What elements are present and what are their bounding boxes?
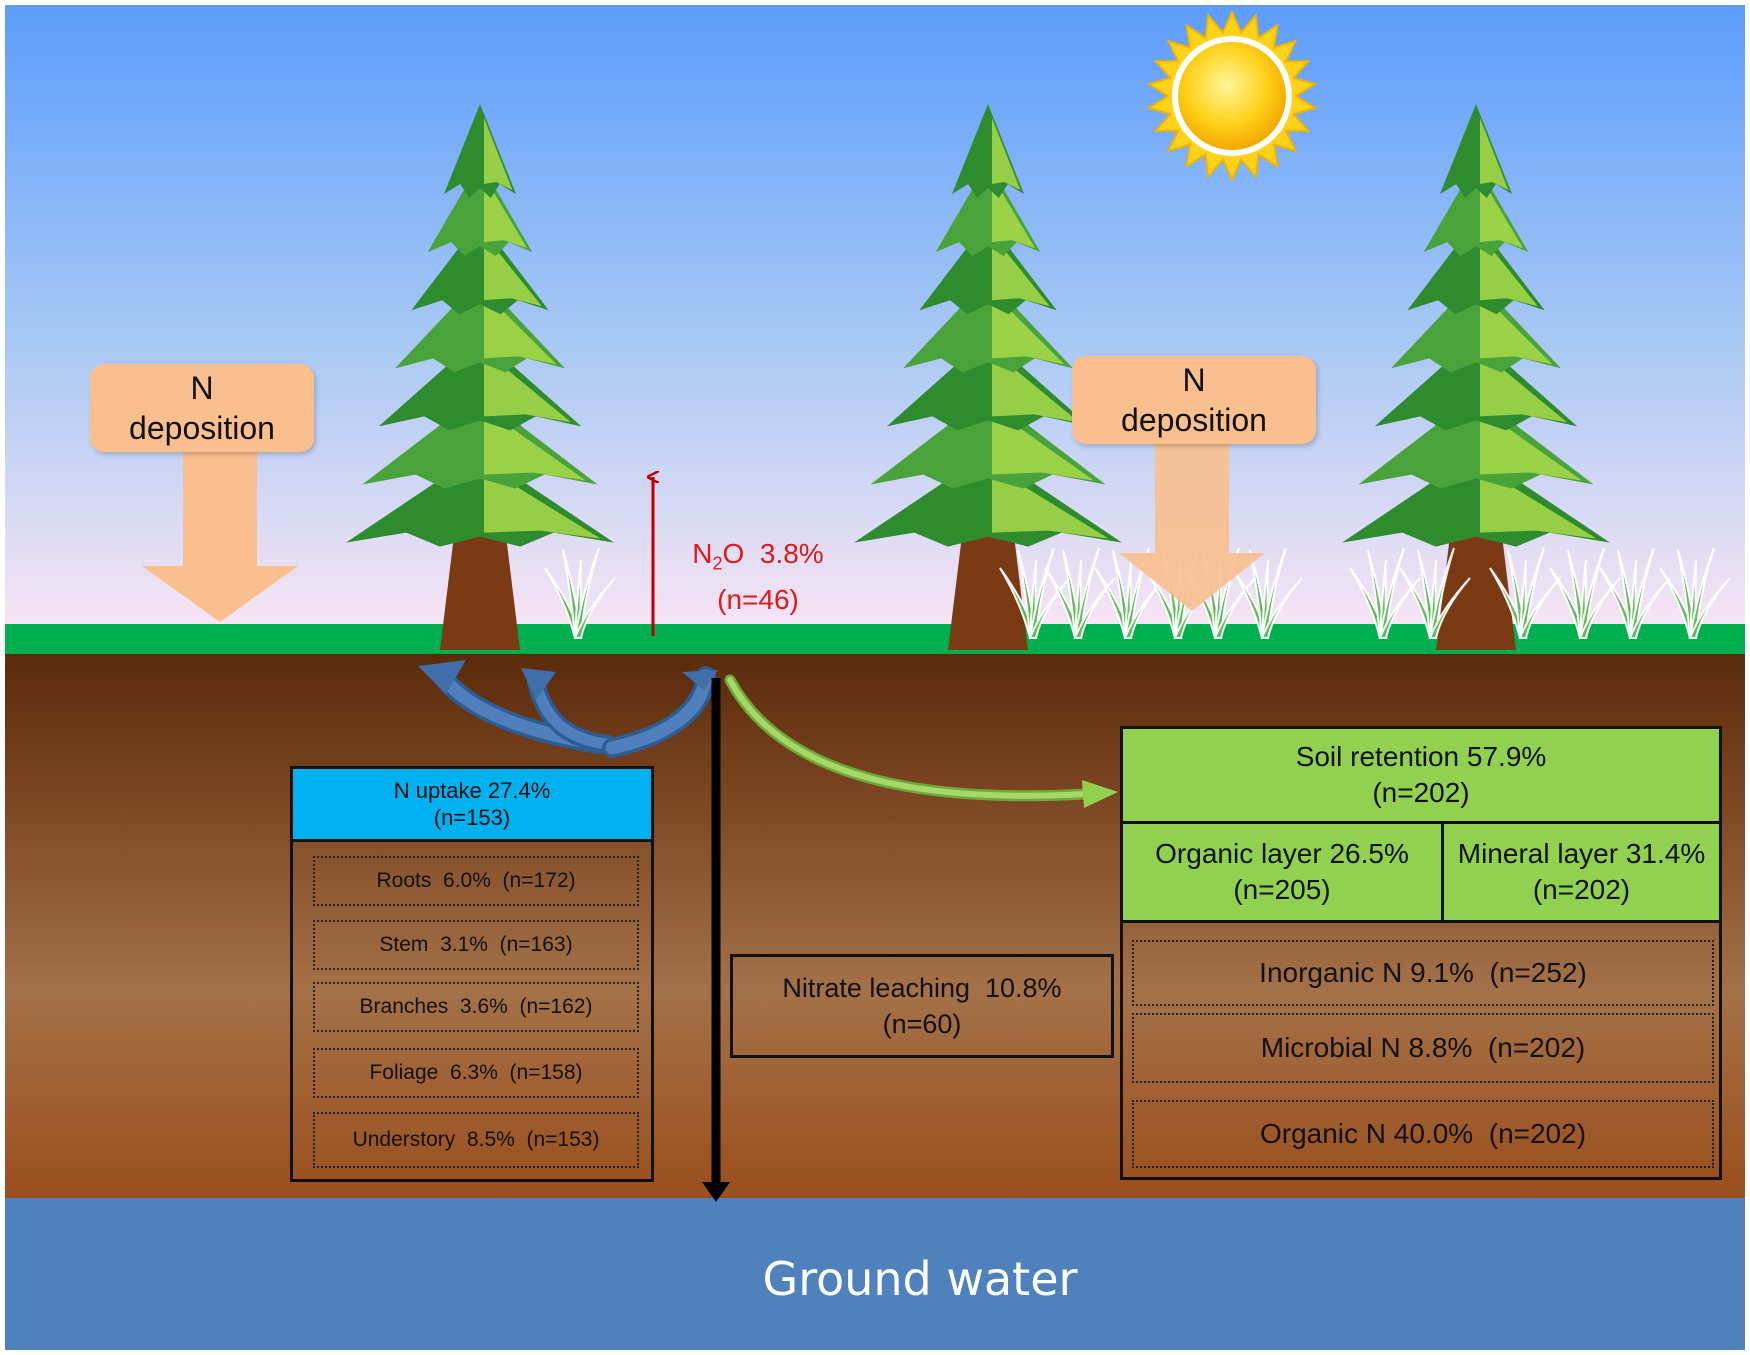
grass-tuft-icon bbox=[1044, 547, 1116, 639]
soil-retention-count: (n=202) bbox=[1372, 777, 1470, 808]
grass-tuft-icon bbox=[1489, 547, 1561, 639]
ground-water-label: Ground water bbox=[762, 1252, 1078, 1306]
organic-layer-cell: Organic layer 26.5% (n=205) bbox=[1120, 821, 1444, 923]
n2o-species: N bbox=[692, 538, 713, 569]
pool-organic-n: Organic N 40.0% (n=202) bbox=[1132, 1100, 1714, 1168]
n-uptake-count: (n=153) bbox=[433, 805, 511, 830]
deposition-label-left: N deposition bbox=[90, 364, 314, 452]
mineral-layer-title: Mineral layer 31.4% bbox=[1457, 838, 1706, 869]
grass-tuft-icon bbox=[544, 547, 616, 639]
grass-tuft-icon bbox=[1599, 547, 1671, 639]
deposition-label-right-line2: deposition bbox=[1121, 402, 1267, 438]
grass-tuft-icon bbox=[1094, 547, 1166, 639]
grass-tuft-icon bbox=[1349, 547, 1421, 639]
nitrate-leaching-count: (n=60) bbox=[882, 1009, 962, 1039]
pool-microbial-n: Microbial N 8.8% (n=202) bbox=[1132, 1013, 1714, 1083]
nitrate-leaching-box: Nitrate leaching 10.8% (n=60) bbox=[730, 954, 1114, 1058]
pool-inorganic-n: Inorganic N 9.1% (n=252) bbox=[1132, 940, 1714, 1006]
uptake-arrows bbox=[418, 660, 718, 758]
uptake-branches: Branches 3.6% (n=162) bbox=[313, 982, 639, 1032]
pine-tree-icon bbox=[854, 104, 1122, 650]
grass-tuft-icon bbox=[1659, 547, 1731, 639]
ground-water-band bbox=[5, 1198, 1745, 1350]
pine-tree-icon bbox=[346, 104, 614, 650]
mineral-layer-count: (n=202) bbox=[1532, 874, 1631, 905]
grass-tuft-icon bbox=[1549, 547, 1621, 639]
leaching-arrow bbox=[702, 678, 730, 1202]
retention-arrow bbox=[724, 674, 1118, 808]
grass-tuft-icon bbox=[1399, 547, 1471, 639]
pine-tree-icon bbox=[1342, 104, 1610, 650]
mineral-layer-cell: Mineral layer 31.4% (n=202) bbox=[1441, 821, 1722, 923]
n2o-value-line: N2O 3.8% bbox=[668, 536, 848, 582]
n-uptake-header: N uptake 27.4% (n=153) bbox=[290, 766, 654, 842]
n-uptake-components: Roots 6.0% (n=172) Stem 3.1% (n=163) Bra… bbox=[290, 842, 654, 1182]
n2o-count: (n=46) bbox=[717, 583, 799, 615]
soil-pools-panel: Inorganic N 9.1% (n=252) Microbial N 8.8… bbox=[1120, 920, 1722, 1180]
uptake-understory: Understory 8.5% (n=153) bbox=[313, 1112, 639, 1168]
n-uptake-title: N uptake 27.4% bbox=[393, 778, 551, 803]
deposition-label-left-line1: N bbox=[190, 370, 214, 406]
n2o-value: 3.8% bbox=[759, 538, 824, 569]
organic-layer-count: (n=205) bbox=[1233, 874, 1331, 905]
grass-tuft-icon bbox=[999, 547, 1071, 639]
soil-retention-title: Soil retention 57.9% bbox=[1295, 741, 1547, 772]
n2o-species-tail: O bbox=[722, 538, 745, 569]
uptake-stem: Stem 3.1% (n=163) bbox=[313, 920, 639, 970]
soil-retention-header: Soil retention 57.9% (n=202) bbox=[1120, 726, 1722, 824]
deposition-arrow-icon bbox=[1119, 440, 1265, 611]
n2o-label: N2O 3.8% (n=46) bbox=[668, 536, 848, 618]
organic-layer-title: Organic layer 26.5% bbox=[1155, 838, 1409, 869]
deposition-label-right-line1: N bbox=[1182, 362, 1206, 398]
nitrate-leaching-title: Nitrate leaching 10.8% bbox=[782, 973, 1062, 1003]
deposition-label-left-line2: deposition bbox=[129, 410, 275, 446]
uptake-roots: Roots 6.0% (n=172) bbox=[313, 856, 639, 906]
uptake-foliage: Foliage 6.3% (n=158) bbox=[313, 1048, 639, 1098]
deposition-arrow-icon bbox=[142, 448, 298, 622]
sun-icon bbox=[1146, 9, 1318, 183]
deposition-label-right: N deposition bbox=[1072, 356, 1316, 444]
n2o-subscript: 2 bbox=[712, 553, 723, 574]
